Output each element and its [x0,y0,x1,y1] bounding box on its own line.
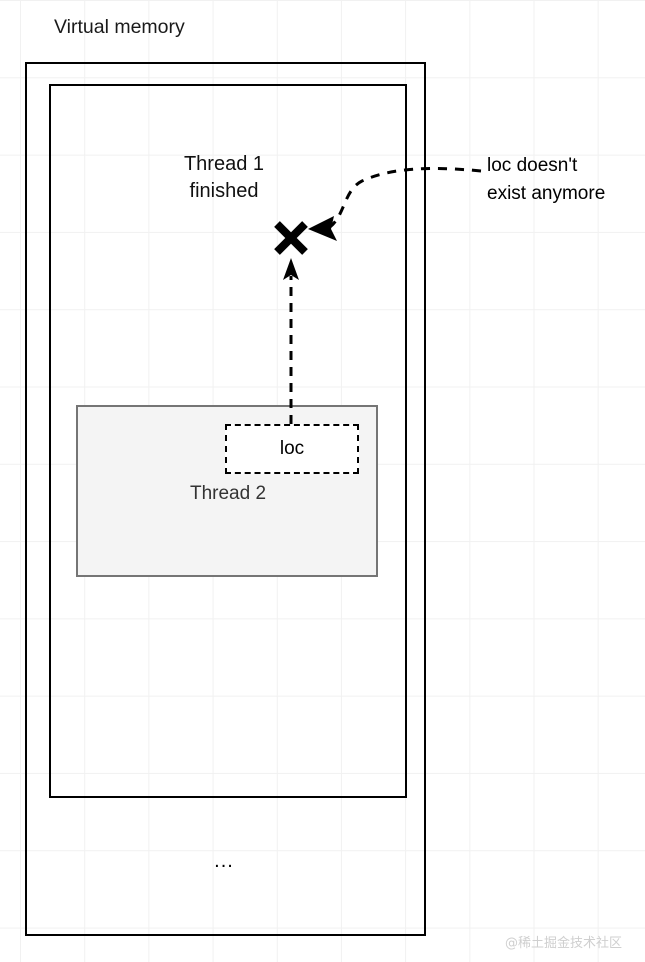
annotation-label: loc doesn't exist anymore [487,152,605,207]
address-space-box [49,84,407,798]
thread1-label-line2: finished [189,180,259,202]
annotation-line1: loc doesn't [487,155,578,176]
loc-label: loc [279,438,305,459]
annotation-line2: exist anymore [487,182,606,204]
thread1-label-line1: Thread 1 [183,153,265,175]
ellipsis-label: ... [214,850,234,872]
thread1-label: Thread 1 finished [124,151,324,205]
virtual-memory-box [25,62,426,936]
watermark-label: @稀土掘金技术社区 [505,936,623,951]
virtual-memory-label: Virtual memory [54,16,185,38]
thread2-label: Thread 2 [189,483,267,504]
loc-box [225,424,359,474]
